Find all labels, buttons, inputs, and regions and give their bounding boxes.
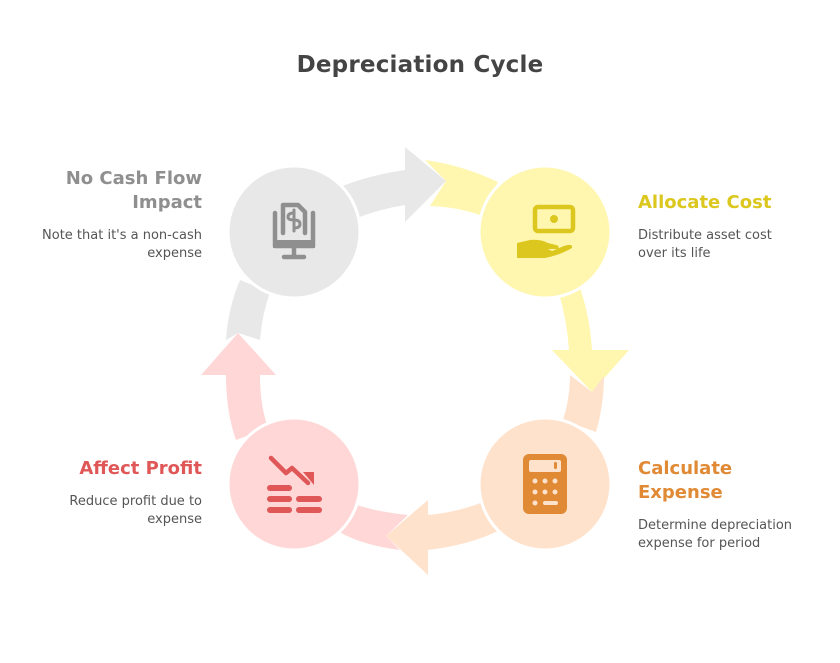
step-label-allocate: Allocate Cost Distribute asset cost over…: [638, 191, 838, 263]
step-heading-calculate: Calculate Expense: [638, 458, 733, 503]
step-description-affect: Reduce profit due to expense: [69, 494, 202, 527]
arrow-affect-to-nocash: [201, 333, 276, 440]
step-heading-allocate: Allocate Cost: [638, 192, 772, 213]
arrow-calculate-to-affect: [386, 500, 500, 575]
step-label-nocash: No Cash Flow Impact Note that it's a non…: [2, 167, 202, 263]
step-circle-allocate: [477, 164, 613, 300]
step-circle-affect: [226, 416, 362, 552]
diagram-title: Depreciation Cycle: [296, 52, 544, 78]
step-label-calculate: Calculate Expense Determine depreciation…: [638, 457, 838, 553]
arrow-calculate-to-affect-tail: [563, 375, 604, 432]
step-description-allocate: Distribute asset cost over its life: [638, 228, 772, 261]
step-circle-nocash: [226, 164, 362, 300]
step-heading-affect: Affect Profit: [79, 458, 202, 479]
step-description-nocash: Note that it's a non-cash expense: [42, 228, 202, 261]
step-description-calculate: Determine depreciation expense for perio…: [638, 518, 793, 551]
arrow-nocash-to-allocate: [340, 147, 446, 222]
arrow-allocate-to-calculate-head: [552, 282, 629, 392]
arrow-allocate-to-calculate: [425, 160, 498, 216]
step-heading-nocash: No Cash Flow Impact: [65, 168, 202, 213]
arrow-nocash-tail: [226, 280, 270, 340]
monitor-base: [273, 240, 315, 248]
step-circle-calculate: [477, 416, 613, 552]
calculator-icon: [523, 454, 567, 514]
step-label-affect: Affect Profit Reduce profit due to expen…: [2, 457, 202, 529]
profit-decline-icon: [267, 455, 322, 513]
hand-holding-money-icon: [517, 204, 576, 258]
